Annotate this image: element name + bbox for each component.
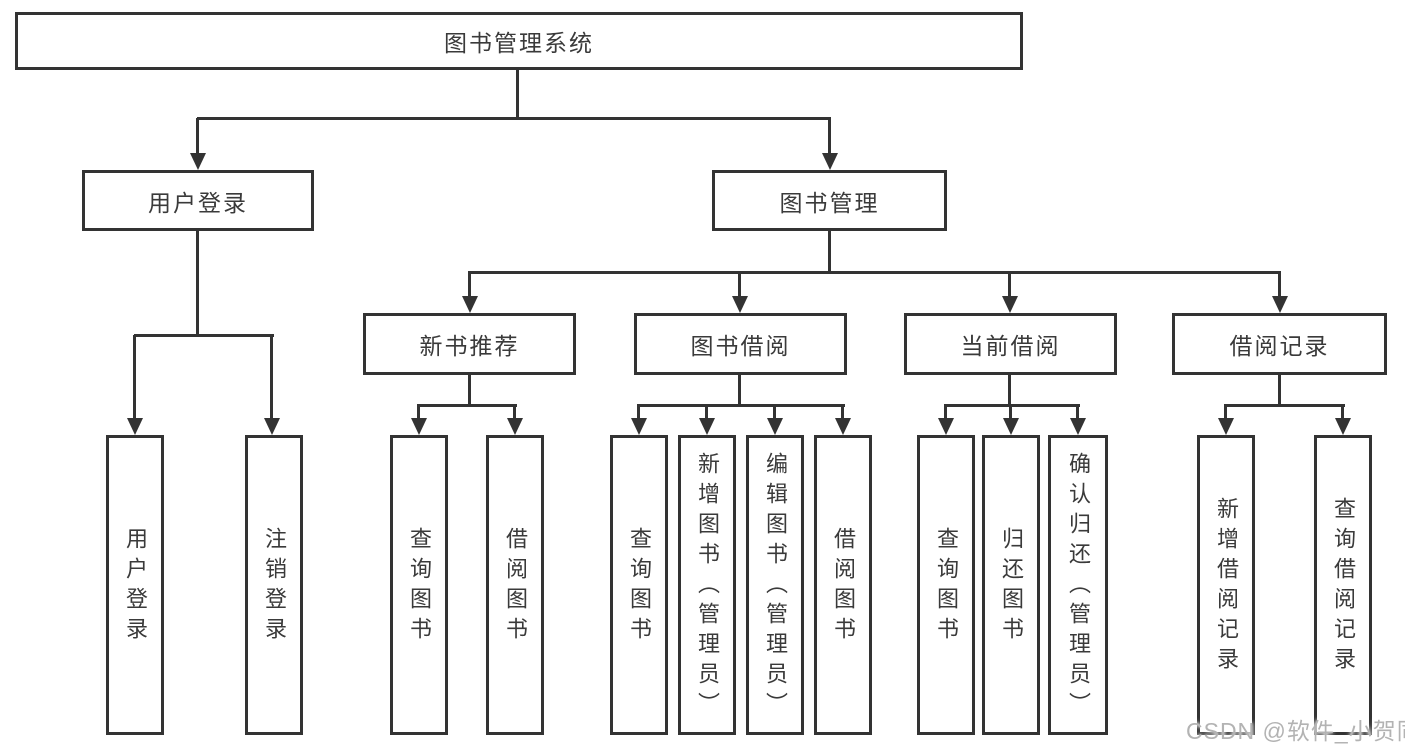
arrowhead-down-icon [835, 418, 851, 435]
arrowhead-down-icon [1272, 296, 1288, 313]
connector-line [1224, 405, 1227, 421]
connector-line [196, 118, 199, 158]
arrowhead-down-icon [411, 418, 427, 435]
connector-line [1008, 373, 1011, 406]
arrowhead-down-icon [1335, 418, 1351, 435]
connector-line [1008, 272, 1011, 300]
node-library-management-system: 图书管理系统 [15, 12, 1023, 70]
connector-line [1278, 373, 1281, 406]
connector-line [1076, 405, 1079, 421]
connector-line [944, 404, 1080, 407]
arrowhead-down-icon [1218, 418, 1234, 435]
arrowhead-down-icon [507, 418, 523, 435]
node-book-management: 图书管理 [712, 170, 947, 231]
connector-line [417, 404, 517, 407]
arrowhead-down-icon [127, 418, 143, 435]
arrowhead-down-icon [462, 296, 478, 313]
leaf-user-login: 用户登录 [106, 435, 164, 735]
arrowhead-down-icon [1070, 418, 1086, 435]
connector-line [133, 335, 136, 421]
connector-line [468, 271, 1281, 274]
leaf-return-books: 归还图书 [982, 435, 1040, 735]
connector-line [1341, 405, 1344, 421]
leaf-borrow-books-borrowing: 借阅图书 [814, 435, 872, 735]
connector-line [270, 335, 273, 421]
csdn-watermark: CSDN @软件_小贺同学 [1186, 718, 1405, 744]
connector-line [468, 272, 471, 300]
arrowhead-down-icon [264, 418, 280, 435]
connector-line [705, 405, 708, 421]
connector-line [516, 69, 519, 119]
leaf-edit-books-admin: 编辑图书（管理员） [746, 435, 804, 735]
connector-line [738, 272, 741, 300]
connector-line [513, 405, 516, 421]
node-current-borrowing: 当前借阅 [904, 313, 1117, 375]
arrowhead-down-icon [699, 418, 715, 435]
connector-line [944, 405, 947, 421]
arrowhead-down-icon [767, 418, 783, 435]
connector-line [1278, 272, 1281, 300]
connector-line [637, 405, 640, 421]
arrowhead-down-icon [190, 153, 206, 170]
connector-line [197, 117, 831, 120]
leaf-confirm-return-admin: 确认归还（管理员） [1048, 435, 1108, 735]
connector-line [841, 405, 844, 421]
leaf-add-borrow-record: 新增借阅记录 [1197, 435, 1255, 735]
node-user-login: 用户登录 [82, 170, 314, 231]
arrowhead-down-icon [732, 296, 748, 313]
arrowhead-down-icon [938, 418, 954, 435]
connector-line [417, 405, 420, 421]
connector-line [828, 118, 831, 158]
arrowhead-down-icon [631, 418, 647, 435]
leaf-query-borrow-record: 查询借阅记录 [1314, 435, 1372, 735]
connector-line [1224, 404, 1345, 407]
leaf-query-books-borrowing: 查询图书 [610, 435, 668, 735]
leaf-query-books-recommend: 查询图书 [390, 435, 448, 735]
node-borrowing-records: 借阅记录 [1172, 313, 1387, 375]
node-book-borrowing: 图书借阅 [634, 313, 847, 375]
connector-line [738, 373, 741, 406]
connector-line [134, 334, 274, 337]
leaf-query-books-current: 查询图书 [917, 435, 975, 735]
connector-line [773, 405, 776, 421]
leaf-borrow-books-recommend: 借阅图书 [486, 435, 544, 735]
arrowhead-down-icon [1002, 296, 1018, 313]
connector-line [196, 230, 199, 336]
connector-line [637, 404, 845, 407]
connector-line [468, 373, 471, 406]
arrowhead-down-icon [822, 153, 838, 170]
arrowhead-down-icon [1003, 418, 1019, 435]
leaf-add-books-admin: 新增图书（管理员） [678, 435, 736, 735]
leaf-logout: 注销登录 [245, 435, 303, 735]
connector-line [1009, 405, 1012, 421]
connector-line [828, 230, 831, 273]
node-new-book-recommendation: 新书推荐 [363, 313, 576, 375]
